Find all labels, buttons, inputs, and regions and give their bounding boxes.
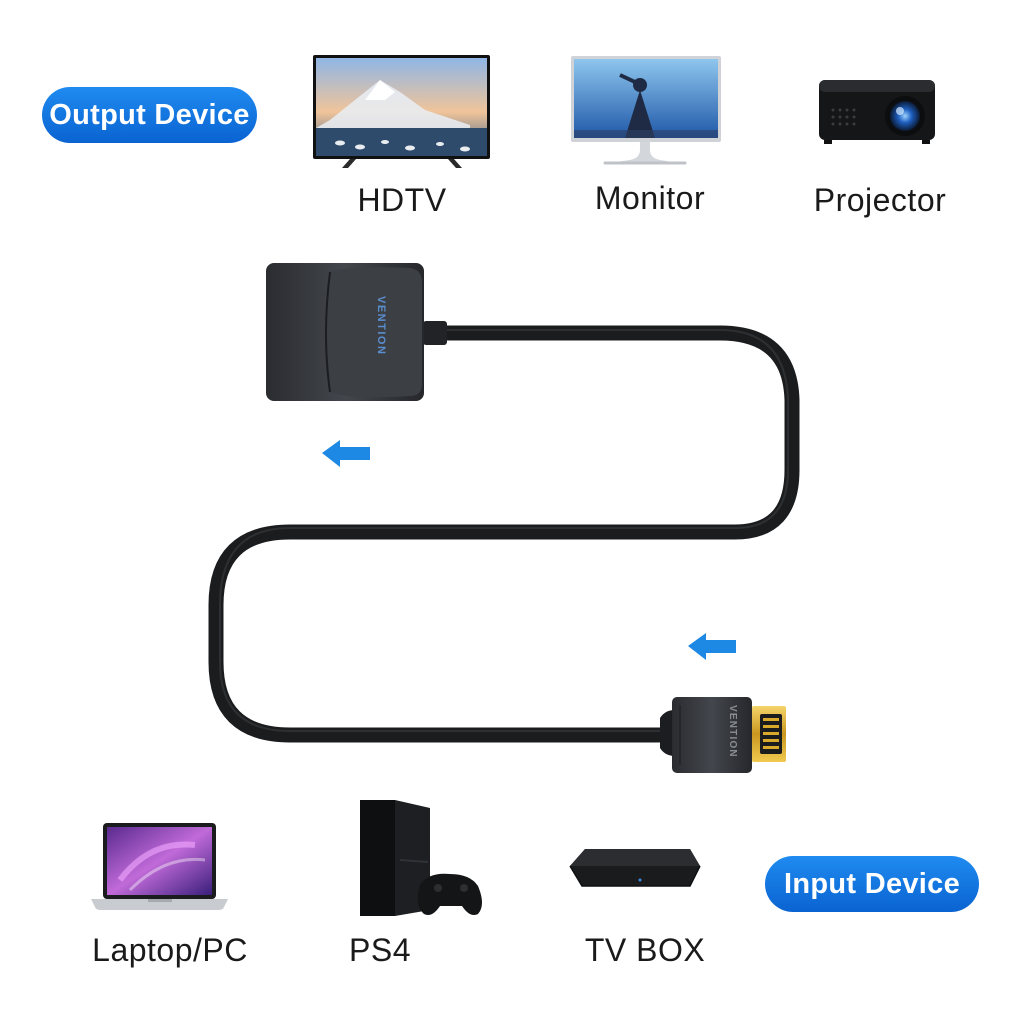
- input-device-badge: Input Device: [765, 856, 979, 912]
- input-device-label-ps4: PS4: [349, 932, 411, 968]
- output-device-title: Output Device: [49, 98, 250, 131]
- signal-arrow-upper: [322, 440, 370, 467]
- hdmi-cable: [208, 325, 800, 743]
- output-device-label-monitor: Monitor: [594, 180, 706, 216]
- output-device-label-hdtv: HDTV: [357, 182, 447, 218]
- input-device-label-laptop: Laptop/PC: [92, 932, 248, 968]
- hdmi-connector: VENTION: [660, 697, 786, 773]
- tv-box-icon: [569, 849, 701, 887]
- hdmi-brand-label: VENTION: [727, 705, 738, 758]
- input-device-label-tv-box: TV BOX: [584, 932, 706, 968]
- vga-brand-label: VENTION: [375, 296, 387, 355]
- output-device-label-projector: Projector: [813, 182, 947, 218]
- hdtv-icon: [313, 55, 490, 168]
- monitor-icon: [571, 56, 721, 165]
- output-device-badge: Output Device: [42, 87, 257, 143]
- ps4-icon: [360, 800, 482, 916]
- input-device-title: Input Device: [783, 867, 961, 900]
- vga-connector: VENTION: [266, 263, 447, 401]
- signal-arrow-lower: [688, 633, 736, 660]
- projector-icon: [819, 80, 935, 144]
- laptop-icon: [91, 823, 228, 910]
